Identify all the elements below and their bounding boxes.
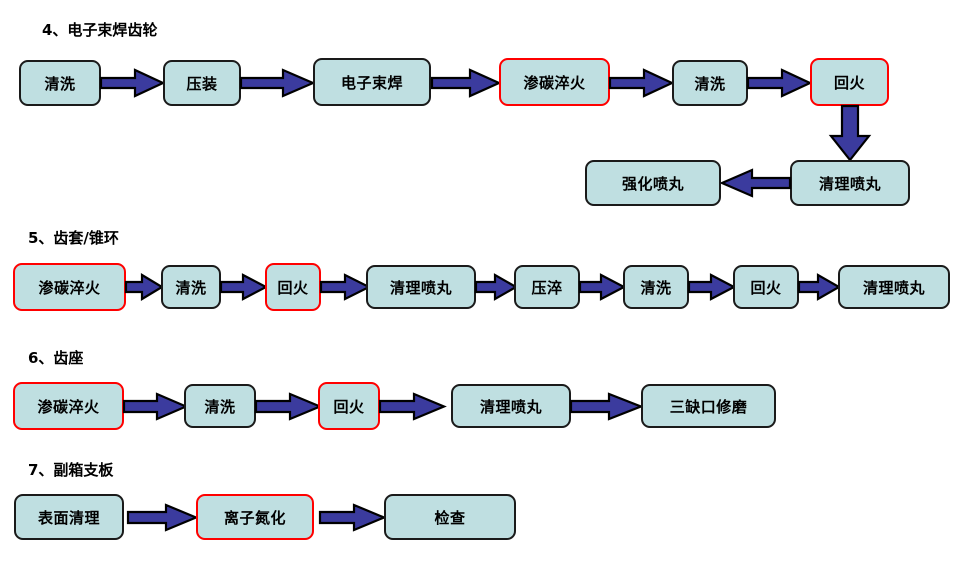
node-s5-n7[interactable]: 回火 <box>733 265 799 309</box>
section-title-6: 6、齿座 <box>28 349 84 367</box>
node-s5-n4[interactable]: 清理喷丸 <box>366 265 476 309</box>
node-s7-n1[interactable]: 表面清理 <box>14 494 124 540</box>
section-title-7: 7、副箱支板 <box>28 461 114 479</box>
node-s4-n7[interactable]: 清理喷丸 <box>790 160 910 206</box>
arrow-s5-a3 <box>319 273 372 301</box>
node-s6-n3[interactable]: 回火 <box>318 382 380 430</box>
node-s5-n6[interactable]: 清洗 <box>623 265 689 309</box>
arrow-s4-a4 <box>608 68 675 98</box>
arrow-s5-a1 <box>124 273 165 301</box>
node-s6-n5[interactable]: 三缺口修磨 <box>641 384 776 428</box>
arrow-s4-a6 <box>828 104 872 162</box>
arrow-s4-a7 <box>719 168 792 198</box>
arrow-s7-a1 <box>126 503 199 532</box>
node-s6-n4[interactable]: 清理喷丸 <box>451 384 571 428</box>
node-s6-n1[interactable]: 渗碳淬火 <box>13 382 124 430</box>
node-s5-n8[interactable]: 清理喷丸 <box>838 265 950 309</box>
arrow-s4-a3 <box>430 68 502 98</box>
arrow-s5-a7 <box>797 273 842 301</box>
node-s4-n2[interactable]: 压装 <box>163 60 241 106</box>
arrow-s6-a3 <box>378 392 447 421</box>
node-s5-n2[interactable]: 清洗 <box>161 265 221 309</box>
node-s4-n3[interactable]: 电子束焊 <box>313 58 431 106</box>
section-title-5: 5、齿套/锥环 <box>28 229 119 247</box>
node-s4-n4[interactable]: 渗碳淬火 <box>499 58 610 106</box>
arrow-s5-a4 <box>474 273 519 301</box>
arrow-s6-a4 <box>569 392 645 421</box>
arrow-s7-a2 <box>318 503 387 532</box>
arrow-s6-a2 <box>254 392 323 421</box>
node-s7-n2[interactable]: 离子氮化 <box>196 494 314 540</box>
node-s4-n8[interactable]: 强化喷丸 <box>585 160 721 206</box>
node-s4-n6[interactable]: 回火 <box>810 58 889 106</box>
node-s7-n3[interactable]: 检查 <box>384 494 516 540</box>
node-s5-n5[interactable]: 压淬 <box>514 265 580 309</box>
arrow-s5-a6 <box>687 273 737 301</box>
arrow-s4-a2 <box>239 68 316 98</box>
section-title-4: 4、电子束焊齿轮 <box>42 21 158 39</box>
node-s5-n3[interactable]: 回火 <box>265 263 321 311</box>
arrow-s6-a1 <box>122 392 189 421</box>
node-s4-n5[interactable]: 清洗 <box>672 60 748 106</box>
arrow-s5-a5 <box>578 273 627 301</box>
node-s5-n1[interactable]: 渗碳淬火 <box>13 263 126 311</box>
node-s6-n2[interactable]: 清洗 <box>184 384 256 428</box>
arrow-s4-a5 <box>746 68 813 98</box>
arrow-s5-a2 <box>219 273 269 301</box>
arrow-s4-a1 <box>99 68 166 98</box>
node-s4-n1[interactable]: 清洗 <box>19 60 101 106</box>
